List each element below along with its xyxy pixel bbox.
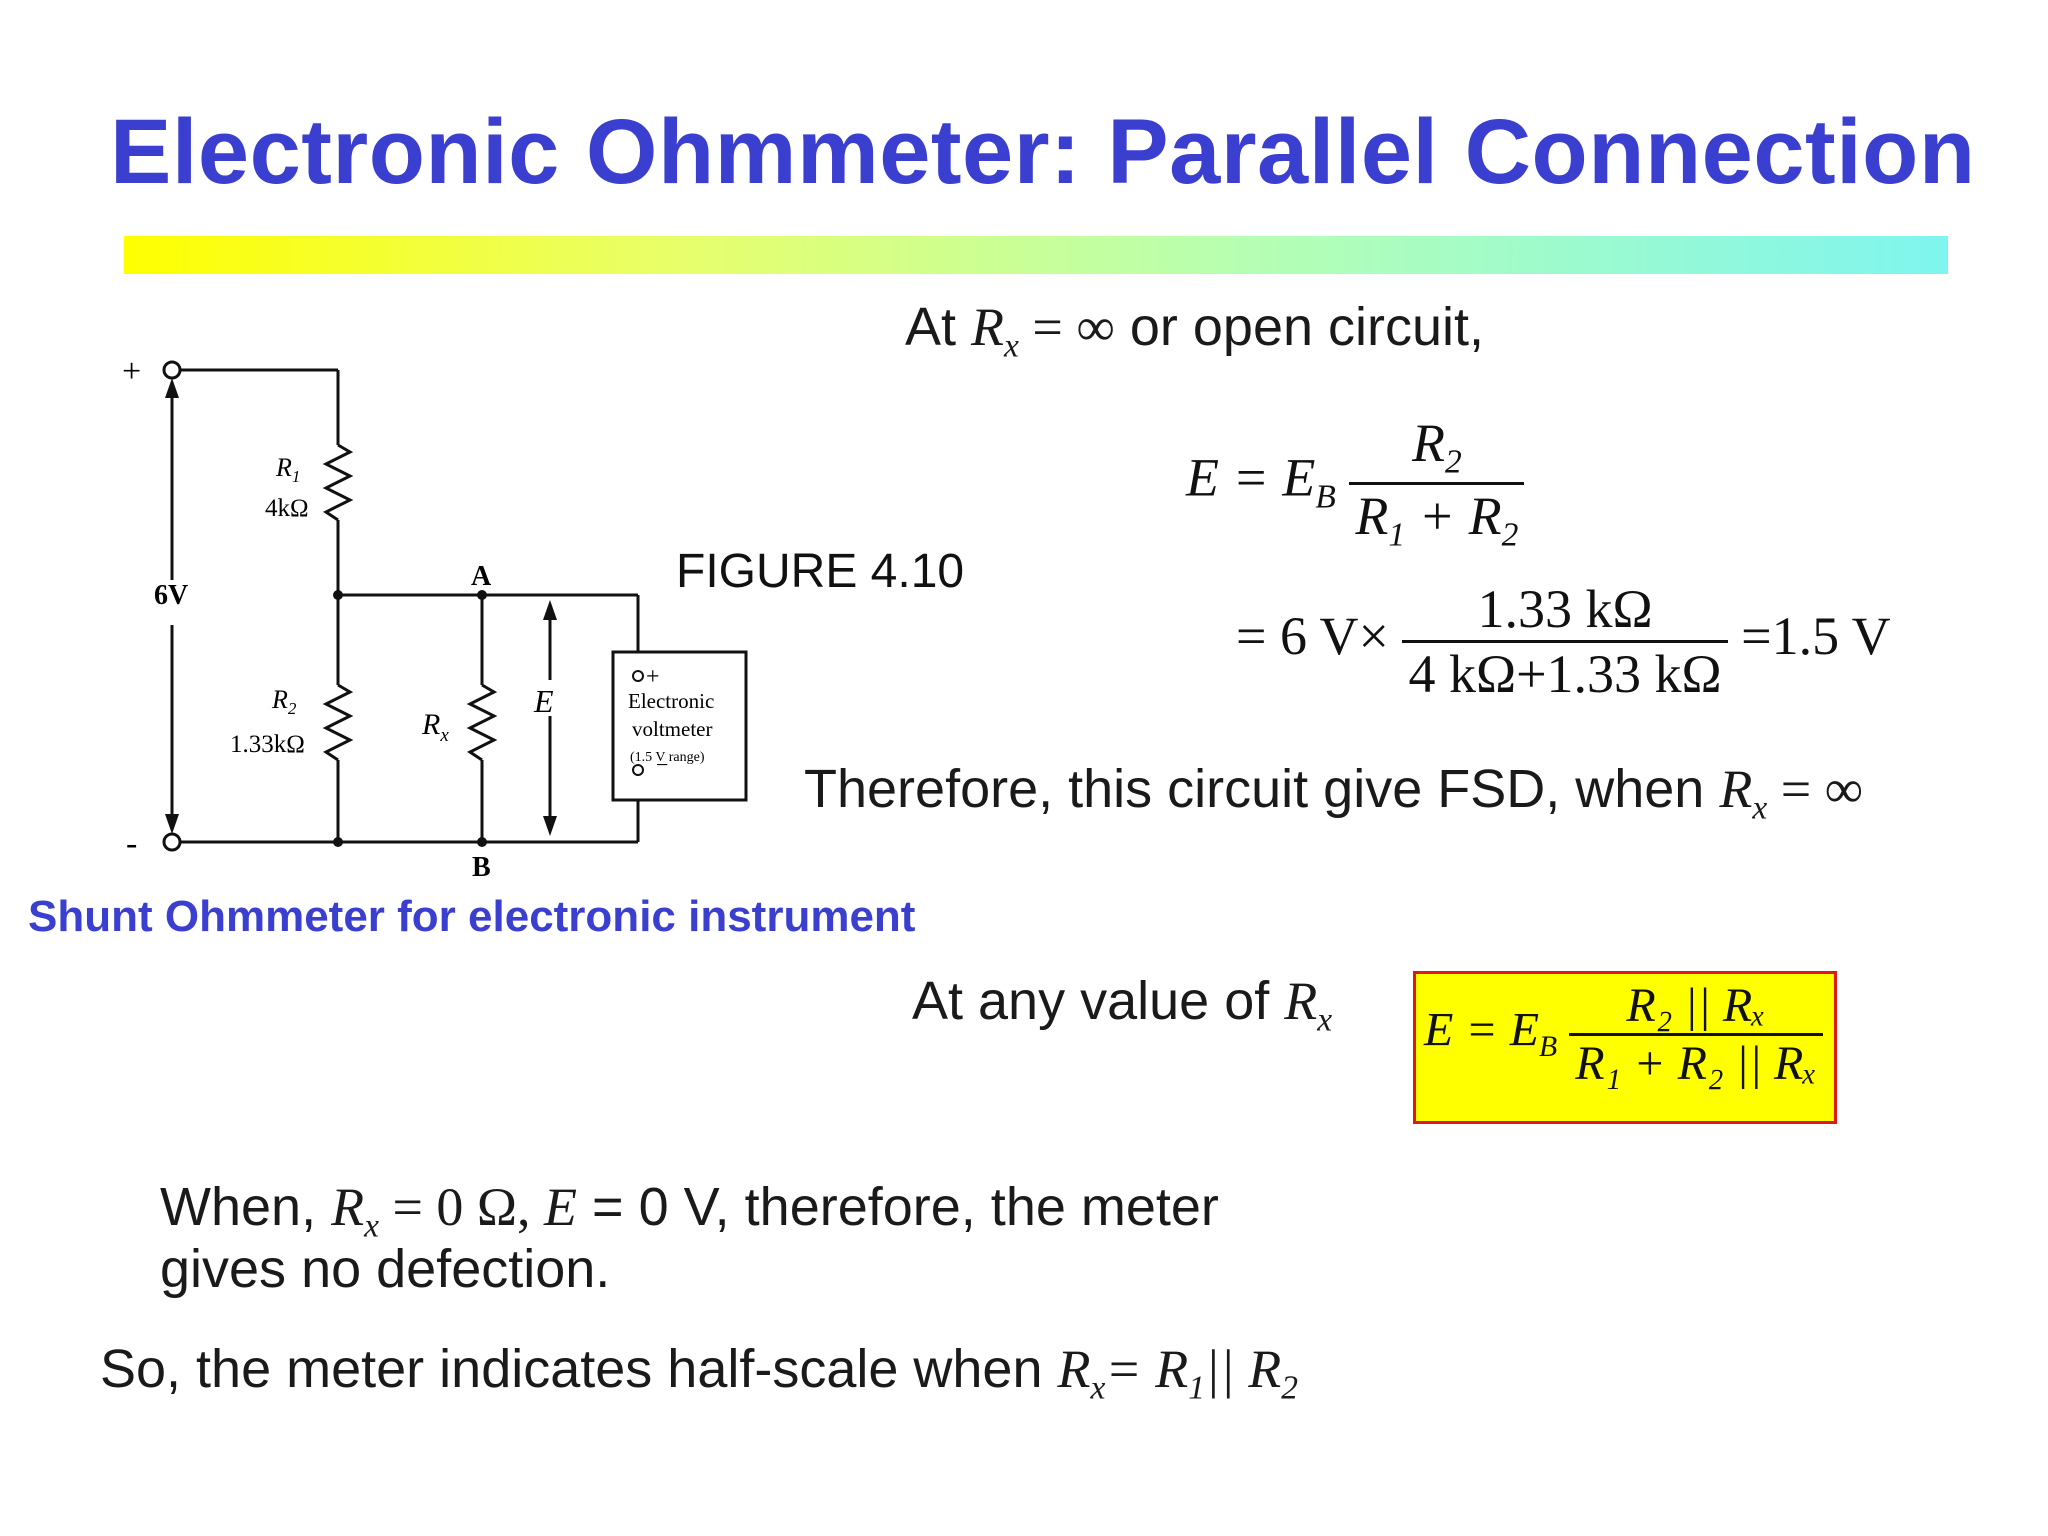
voltmeter-line2: voltmeter (632, 717, 712, 741)
source-label: 6V (154, 580, 188, 611)
slide-title: Electronic Ohmmeter: Parallel Connection (110, 101, 1976, 203)
highlighted-equation: E = EB R₂ || Rₓ R₁ + R₂ || Rₓ (1424, 978, 1823, 1091)
diagram-caption: Shunt Ohmmeter for electronic instrument (28, 892, 916, 941)
fsd-line: Therefore, this circuit give FSD, when R… (804, 759, 1864, 827)
figure-label: FIGURE 4.10 (676, 545, 965, 598)
arrow-down-icon (165, 814, 179, 834)
minus-terminal (162, 832, 182, 852)
r2-resistor (322, 683, 354, 762)
r1-value: 4kΩ (265, 495, 309, 522)
half-scale-line: So, the meter indicates half-scale when … (100, 1339, 1298, 1407)
arrow-down-icon (543, 816, 557, 836)
junction-dot (333, 590, 343, 600)
circuit-diagram: + - 6V R1 4kΩ R2 1.33kΩ Rx A B E + − Ele… (122, 353, 748, 880)
voltmeter-minus: − (656, 752, 668, 777)
plus-terminal (162, 360, 182, 380)
voltmeter-line3: (1.5 V range) (630, 750, 705, 765)
junction-dot (477, 590, 487, 600)
r1-resistor (322, 443, 354, 522)
voltmeter-plus: + (646, 664, 660, 690)
plus-label: + (122, 353, 141, 390)
zero-ohm-line: When, Rx = 0 Ω, E = 0 V, therefore, the … (160, 1177, 1219, 1245)
junction-dot (477, 837, 487, 847)
equation-fraction: R2 R1 + R2 (1349, 412, 1525, 554)
r2-name: R2 (271, 685, 297, 718)
node-a: A (471, 561, 492, 592)
title-gradient-bar (124, 236, 1948, 274)
arrow-up-icon (165, 378, 179, 398)
r2-value: 1.33kΩ (230, 731, 305, 758)
highlighted-equation-box (1413, 971, 1837, 1124)
rx-name: Rx (421, 708, 449, 746)
e-label: E (533, 683, 554, 719)
r1-name: R1 (275, 453, 300, 486)
junction-dot (333, 837, 343, 847)
open-circuit-line: At Rx = ∞ or open circuit, (905, 297, 1485, 365)
equation-numeric: = 6 V× 1.33 kΩ 4 kΩ+1.33 kΩ =1.5 V (1236, 579, 1891, 704)
voltmeter-line1: Electronic (628, 689, 714, 713)
node-b: B (472, 852, 491, 880)
minus-label: - (126, 825, 137, 862)
equation-divider: E = EB R2 R1 + R2 (1186, 412, 1525, 554)
arrow-up-icon (543, 600, 557, 620)
any-value-line: At any value of Rx (912, 971, 1333, 1039)
rx-resistor (466, 683, 498, 762)
zero-ohm-line-2: gives no defection. (160, 1239, 611, 1299)
